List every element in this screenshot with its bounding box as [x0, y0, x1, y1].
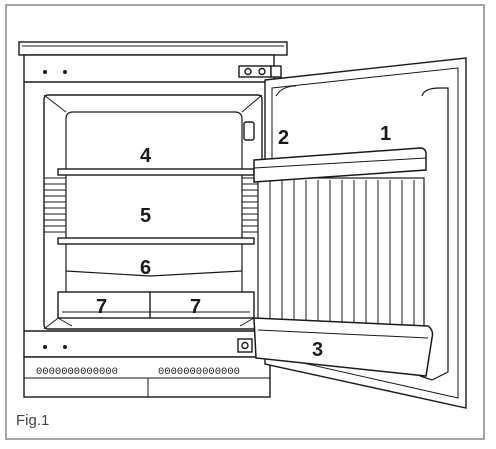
top-hinge — [238, 65, 282, 78]
interior-compartment — [43, 94, 263, 330]
upper-door-shelf — [253, 147, 427, 183]
crisper-cover — [65, 270, 243, 277]
figure-caption: Fig.1 — [16, 412, 50, 429]
shelf-lower — [57, 237, 255, 245]
callout-4: 4 — [140, 145, 152, 167]
callout-2: 2 — [278, 127, 289, 149]
callout-7-left: 7 — [96, 296, 107, 318]
vent-grille-right: 0000000000000 — [158, 366, 240, 378]
screw-dots — [43, 70, 67, 349]
shelf-upper — [57, 168, 255, 176]
callout-7-right: 7 — [190, 296, 201, 318]
lower-door-shelf — [253, 317, 434, 377]
crisper-drawers — [57, 291, 255, 327]
callout-6: 6 — [140, 257, 151, 279]
vent-grille-left: 0000000000000 — [36, 366, 118, 378]
callout-5: 5 — [140, 205, 151, 227]
bottom-hinge — [237, 338, 253, 353]
callout-1: 1 — [380, 123, 391, 145]
door-liner-ribs — [269, 180, 415, 332]
callout-3: 3 — [312, 339, 323, 361]
